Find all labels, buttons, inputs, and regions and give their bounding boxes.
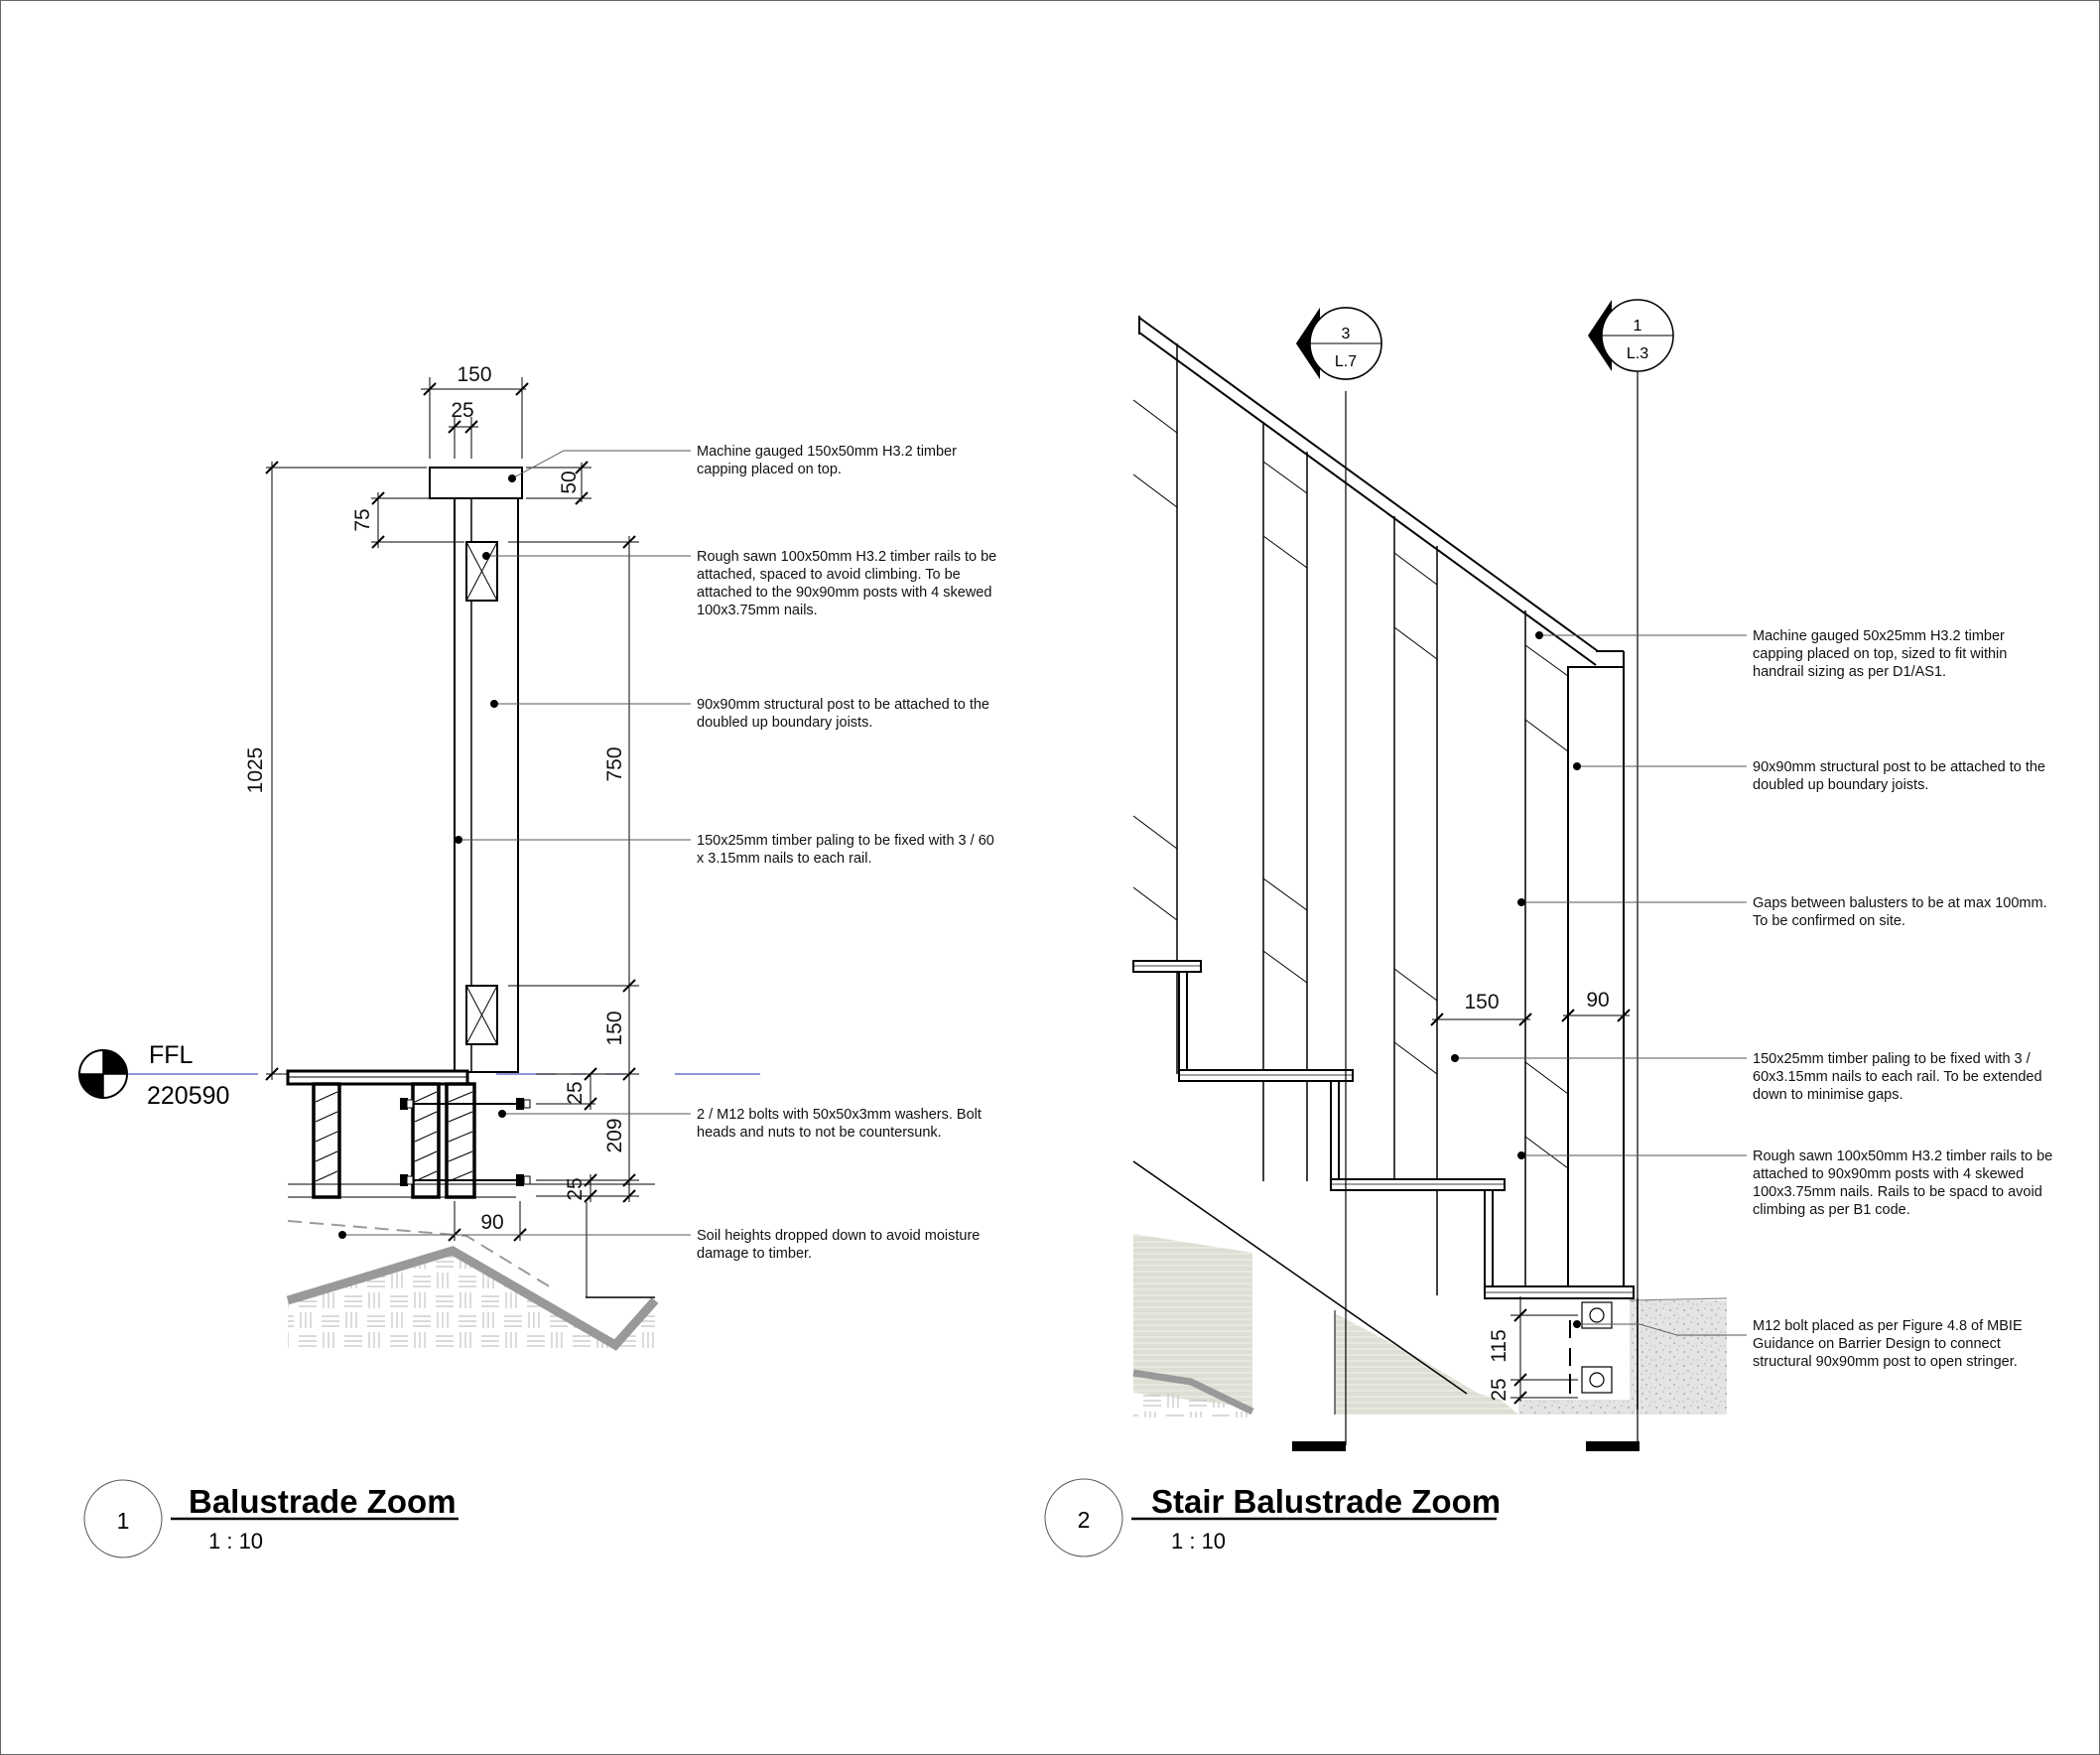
timber-rail-top [465, 541, 498, 602]
dim-rail-offset: 75 [351, 508, 374, 531]
note-baluster-gaps: Gaps between balusters to be at max 100m… [1753, 895, 2047, 929]
dim-bolt-edge: 25 [1488, 1378, 1510, 1401]
detail-number-circle [83, 1479, 163, 1558]
dim-bottom-rail: 150 [603, 1011, 626, 1045]
stair-risers [1178, 972, 1494, 1286]
detail-1-leader-dots [338, 474, 516, 1239]
dim-bolt-spacing: 115 [1488, 1329, 1510, 1362]
stair-structural-post [1567, 666, 1625, 1297]
detail-1-scale: 1 : 10 [208, 1529, 263, 1553]
note-bolts: 2 / M12 bolts with 50x50x3mm washers. Bo… [697, 1107, 982, 1141]
m12-bolt-bottom [400, 1174, 531, 1186]
timber-capping [429, 467, 523, 499]
note-post: 90x90mm structural post to be attached t… [697, 697, 989, 731]
dim-cap-height: 50 [558, 471, 581, 493]
grass-area [1133, 1234, 1252, 1408]
paling-rail-lines [1132, 399, 1569, 1169]
detail-2-leader-dots [1451, 631, 1581, 1328]
section-ref-1-number: 1 [1634, 318, 1642, 335]
ffl-label: FFL [149, 1041, 194, 1069]
stair-treads [1132, 960, 1635, 1299]
detail-2-leaders [1455, 634, 1747, 1336]
timber-palings [1176, 343, 1526, 1295]
note-m12-bolt: M12 bolt placed as per Figure 4.8 of MBI… [1753, 1318, 2023, 1370]
m12-bolt-top [400, 1098, 531, 1110]
ground-section [286, 1220, 659, 1351]
m12-bolts-stringer [1569, 1298, 1639, 1410]
section-ref-3-sheet: L.7 [1335, 353, 1357, 370]
level-datum-symbol [78, 1049, 128, 1099]
ffl-value: 220590 [147, 1082, 229, 1110]
stair-handrail [1138, 316, 1625, 1296]
grass-area-2 [1335, 1313, 1518, 1415]
ground-section-2 [1133, 1390, 1252, 1418]
dim-rail-spacing: 750 [603, 746, 626, 781]
note-stair-paling: 150x25mm timber paling to be fixed with … [1753, 1051, 2042, 1103]
detail-1-number: 1 [117, 1508, 130, 1534]
detail-2-dimension-lines [1430, 1006, 1631, 1405]
dim-bolt-top: 25 [564, 1081, 587, 1104]
detail-number-circle-2 [1044, 1478, 1123, 1557]
dim-paling-width: 150 [1464, 991, 1499, 1013]
dim-joist-depth: 209 [603, 1118, 626, 1152]
detail-2-stair-balustrade: 3 L.7 1 L.3 [1044, 299, 2052, 1557]
dim-post-width: 90 [1586, 989, 1609, 1012]
concrete-footing [1630, 1300, 1727, 1415]
dim-post-offset: 25 [451, 399, 473, 422]
section-cut-3 [1292, 307, 1382, 1451]
note-stair-post: 90x90mm structural post to be attached t… [1753, 759, 2045, 793]
detail-2-title: Stair Balustrade Zoom [1151, 1483, 1501, 1520]
stringer-underside [1132, 1160, 1468, 1395]
detail-1-title: Balustrade Zoom [189, 1483, 457, 1520]
note-paling: 150x25mm timber paling to be fixed with … [697, 833, 994, 867]
timber-rail-bottom [465, 985, 498, 1045]
detail-1-balustrade: FFL 220590 [78, 363, 996, 1558]
section-ref-3-number: 3 [1342, 326, 1351, 342]
dim-top-width: 150 [457, 363, 491, 386]
note-soil: Soil heights dropped down to avoid moist… [697, 1228, 980, 1262]
detail-1-leaders [342, 450, 691, 1236]
dim-bolt-bottom: 25 [564, 1177, 587, 1200]
detail-2-number: 2 [1078, 1507, 1091, 1533]
note-stair-rails: Rough sawn 100x50mm H3.2 timber rails to… [1753, 1148, 2052, 1218]
dim-soil-drop: 90 [480, 1211, 503, 1234]
detail-2-scale: 1 : 10 [1171, 1529, 1226, 1553]
section-ref-1-sheet: L.3 [1627, 345, 1648, 362]
section-cut-1 [1586, 299, 1674, 1451]
note-rails: Rough sawn 100x50mm H3.2 timber rails to… [697, 549, 996, 618]
dim-overall-height: 1025 [244, 747, 267, 794]
boundary-joist [312, 1082, 341, 1199]
